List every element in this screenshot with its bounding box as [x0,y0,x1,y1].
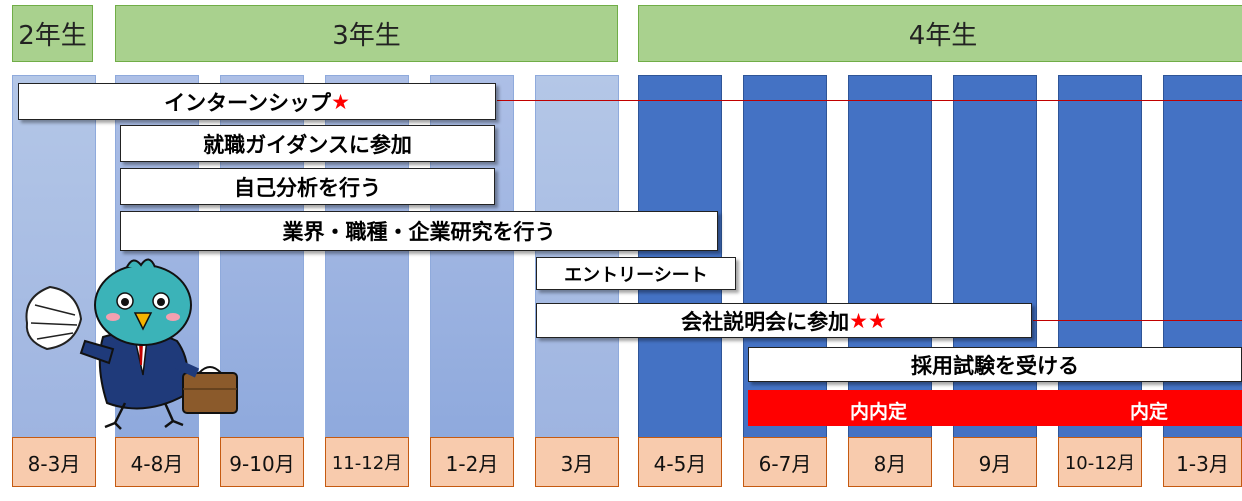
task-entry-sheet: エントリーシート [536,257,736,290]
star-icon: ★ [331,89,350,114]
task-exam-label: 採用試験を受ける [911,353,1079,378]
star-icon: ★★ [849,308,887,333]
month-label: 1-2月 [430,437,514,487]
task-internship: インターンシップ★ [18,83,496,120]
offer-label: 内定 [1130,401,1169,423]
task-research: 業界・職種・企業研究を行う [120,211,718,251]
month-label: 11-12月 [325,437,409,487]
briefing-timeline-line [1033,320,1242,321]
bird-mascot [25,258,238,430]
month-label: 10-12月 [1058,437,1142,487]
task-entry-sheet-label: エントリーシート [564,264,708,286]
year-header-4th: 4年生 [638,5,1242,62]
informal-offer-label: 内内定 [850,401,908,423]
internship-timeline-line [497,100,1242,101]
month-label: 4-5月 [638,437,722,487]
task-self-analysis: 自己分析を行う [120,168,495,205]
task-guidance: 就職ガイダンスに参加 [120,125,495,162]
month-label: 9月 [953,437,1037,487]
month-label: 8-3月 [12,437,96,487]
month-label: 4-8月 [115,437,199,487]
month-label: 8月 [848,437,932,487]
month-label: 3月 [535,437,619,487]
task-briefing: 会社説明会に参加★★ [536,303,1032,338]
task-exam: 採用試験を受ける [748,347,1242,382]
offer-bar [748,390,1242,426]
task-self-analysis-label: 自己分析を行う [234,175,381,200]
month-label: 6-7月 [743,437,827,487]
task-research-label: 業界・職種・企業研究を行う [282,220,556,244]
column-bar [12,75,96,460]
month-label: 1-3月 [1163,437,1242,487]
year-header-3rd: 3年生 [115,5,618,62]
year-header-2nd: 2年生 [12,5,93,62]
month-label: 9-10月 [220,437,304,487]
task-guidance-label: 就職ガイダンスに参加 [203,132,412,157]
task-briefing-label: 会社説明会に参加 [681,309,850,334]
task-internship-label: インターンシップ [164,90,332,115]
